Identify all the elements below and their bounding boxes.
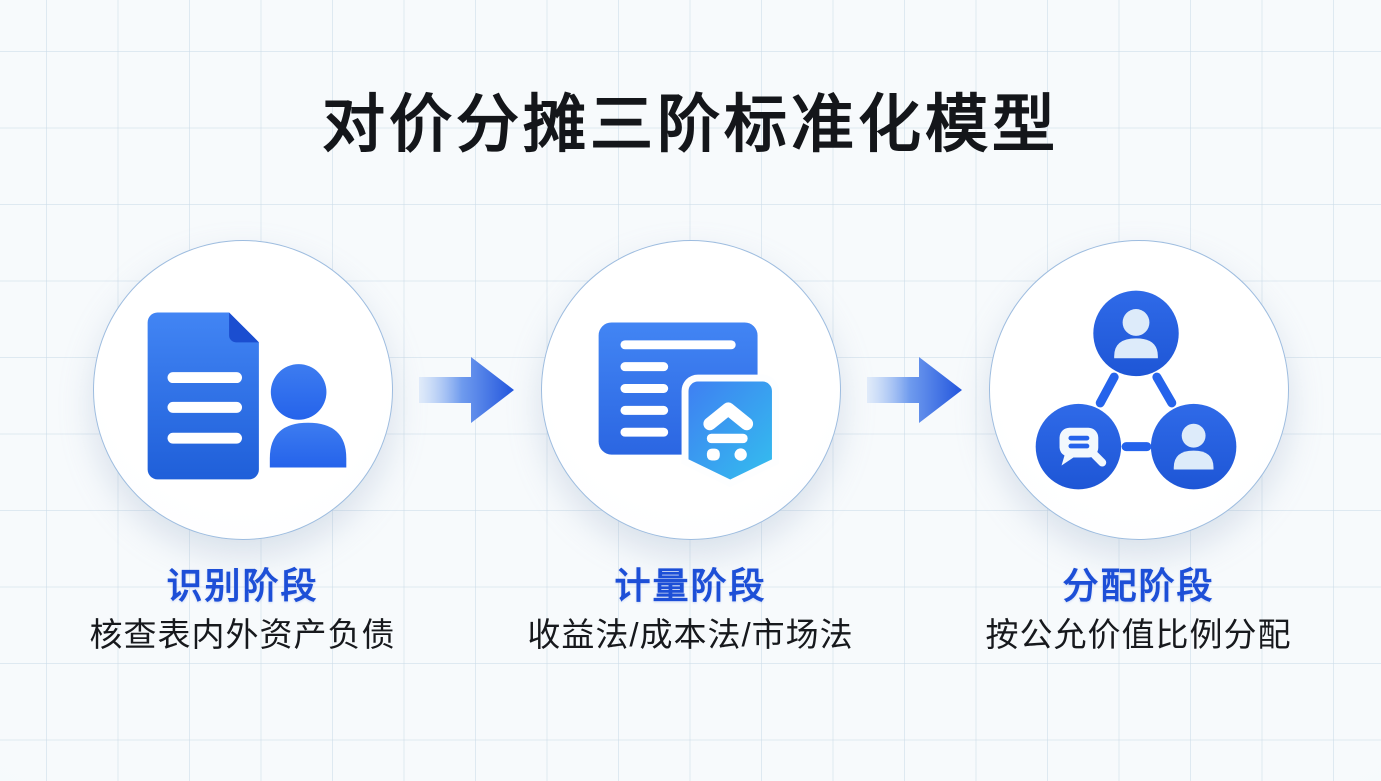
- ledger-line: [619, 427, 668, 437]
- document-fold: [228, 312, 259, 342]
- arrow-right-icon: [866, 356, 963, 424]
- document-line: [167, 401, 242, 413]
- ledger-line: [619, 405, 668, 415]
- search-comment-glyph: [1059, 427, 1106, 467]
- ledger-line-long: [619, 339, 736, 349]
- ledger-line: [619, 383, 668, 393]
- person-glyph-top: [1113, 308, 1158, 358]
- badge-dot-square: [706, 448, 720, 461]
- page-title: 对价分摊三阶标准化模型: [322, 90, 1059, 160]
- person-glyph-right: [1173, 423, 1213, 470]
- arrow-right-icon: [418, 356, 515, 424]
- stage-allocation-circle: [988, 239, 1289, 540]
- person-head: [270, 363, 326, 420]
- badge-dot: [734, 448, 747, 461]
- ledger-line: [619, 361, 668, 371]
- stage-measurement-description: 收益法/成本法/市场法: [527, 615, 854, 653]
- network-links: [1095, 372, 1176, 451]
- stage-allocation-label: 分配阶段: [1062, 564, 1215, 606]
- stage-identification-description: 核查表内外资产负债: [89, 615, 396, 653]
- ledger-badge-icon: [598, 322, 779, 487]
- valuation-badge: [681, 374, 779, 487]
- badge-bar: [706, 433, 748, 443]
- stage-allocation: 分配阶段 按公允价值比例分配: [985, 239, 1292, 655]
- stage-identification-circle: [92, 239, 393, 540]
- network-people-icon: [1035, 290, 1236, 489]
- badge-chevron-up: [702, 402, 753, 430]
- stage-allocation-description: 按公允价值比例分配: [985, 615, 1292, 653]
- stages-row: 识别阶段 核查表内外资产负债: [0, 239, 1381, 655]
- stage-measurement-label: 计量阶段: [614, 564, 767, 606]
- infographic-canvas: { "page": { "title": "对价分摊三阶标准化模型" }, "s…: [0, 88, 1381, 781]
- document-person-icon: [147, 312, 346, 479]
- stage-measurement: 计量阶段 收益法/成本法/市场法: [527, 239, 853, 655]
- person-body: [269, 422, 346, 468]
- stage-identification-label: 识别阶段: [166, 564, 319, 606]
- document-line: [167, 371, 242, 383]
- stage-measurement-circle: [540, 239, 841, 540]
- document-line: [167, 432, 242, 444]
- stage-identification: 识别阶段 核查表内外资产负债: [89, 239, 396, 655]
